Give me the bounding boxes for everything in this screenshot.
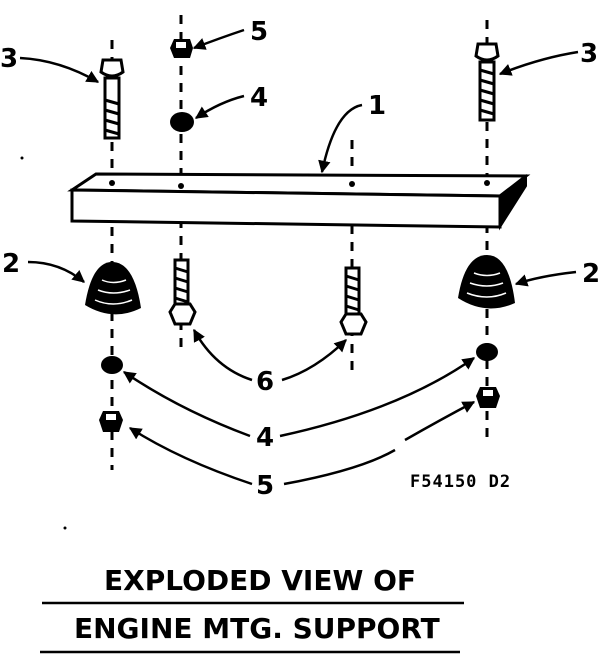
callout-4-top: 4	[250, 83, 268, 113]
nut-bottom-left	[99, 411, 123, 432]
bolt-left	[99, 58, 125, 140]
stud-right	[339, 266, 368, 336]
leader-lines	[19, 28, 579, 486]
callout-5-bottom: 5	[256, 471, 274, 501]
callout-labels: 3 3 5 4 1 2 2 6 4 5	[0, 17, 600, 501]
stud-left	[168, 258, 197, 326]
title-line-2: ENGINE MTG. SUPPORT	[74, 612, 440, 645]
centerlines	[110, 15, 489, 470]
callout-3-right: 3	[580, 39, 598, 69]
callout-3-left: 3	[0, 44, 18, 74]
cone-left	[85, 262, 141, 315]
callout-2-left: 2	[2, 249, 20, 279]
washer-bottom-right	[476, 343, 498, 361]
callout-1: 1	[368, 91, 386, 121]
title-line-1: EXPLODED VIEW OF	[104, 564, 416, 597]
washer-bottom-left	[101, 356, 123, 374]
support-bar	[67, 172, 531, 231]
figure-code: F54150 D2	[410, 472, 511, 492]
nut-top	[170, 39, 193, 58]
nut-bottom-right	[476, 387, 500, 408]
washer-top	[170, 112, 194, 132]
cone-right	[458, 255, 515, 309]
callout-2-right: 2	[582, 259, 600, 289]
bolt-right	[474, 42, 500, 122]
callout-6: 6	[256, 367, 274, 397]
callout-5-top: 5	[250, 17, 268, 47]
callout-4-bottom: 4	[256, 423, 274, 453]
